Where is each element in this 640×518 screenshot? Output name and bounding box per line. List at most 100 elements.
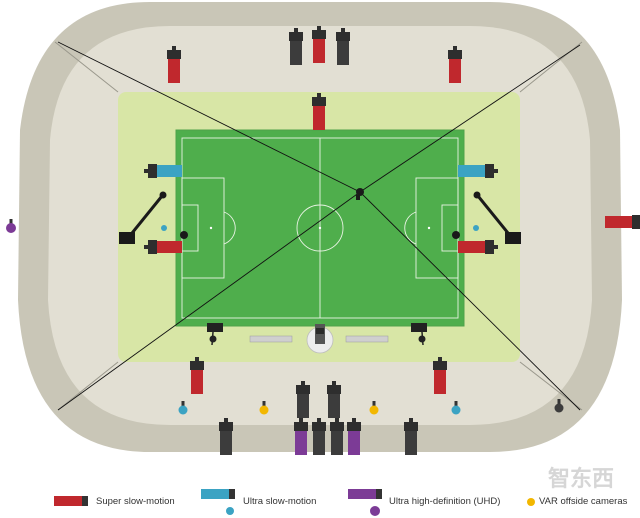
camera-ultra-slow-side-1 [144, 164, 182, 178]
camera-head [190, 361, 204, 370]
marker-var-offside-4 [369, 401, 379, 415]
centre-tunnel-top [316, 328, 324, 334]
camera-lens [172, 46, 176, 51]
spidercam-body [356, 188, 364, 196]
centre-tunnel-camera [306, 324, 334, 354]
cable-se [359, 191, 581, 411]
cable-nw [57, 41, 361, 193]
marker-dot [451, 405, 461, 415]
camera-head [289, 32, 303, 41]
camera-lens [438, 357, 442, 362]
camera-lens [317, 418, 321, 423]
right-penalty-spot [427, 226, 431, 230]
camera-body [313, 425, 325, 455]
camera-super-slow-3 [312, 26, 326, 63]
legend-item-super-slow: Super slow-motion [54, 496, 175, 507]
camera-super-slow-side-4 [458, 240, 498, 254]
camera-ultra-slow-side-2 [458, 164, 498, 178]
camera-positions-vertical [167, 26, 462, 455]
marker-stem [557, 399, 561, 404]
handheld-se-body [411, 323, 427, 332]
camera-body [220, 425, 232, 455]
left-penalty-arc [223, 211, 236, 245]
camera-head [485, 240, 494, 254]
marker-dot [6, 223, 16, 233]
marker-stem [372, 401, 376, 406]
jib-head-left [159, 191, 167, 199]
legend-swatch-ultra-slow-cap [229, 489, 235, 499]
camera-lens [332, 381, 336, 386]
advertising-board-left [249, 335, 293, 343]
camera-head [219, 422, 233, 431]
camera-body [331, 425, 343, 455]
handheld-se-rig [421, 331, 424, 346]
camera-head [294, 422, 308, 431]
camera-lens [317, 93, 321, 98]
camera-body [168, 53, 180, 83]
camera-body [191, 364, 203, 394]
camera-standard-13 [312, 418, 326, 455]
camera-head [347, 422, 361, 431]
marker-stem [262, 401, 266, 406]
camera-lens [341, 28, 345, 33]
marker-dot [259, 405, 269, 415]
camera-super-slow-6 [312, 93, 326, 130]
camera-lens [352, 418, 356, 423]
goal-camera-left-ball [161, 225, 167, 231]
marker-dot [554, 403, 564, 413]
marker-ultra-slow-1 [178, 401, 188, 415]
camera-standard-10 [327, 381, 341, 418]
camera-head [312, 30, 326, 39]
legend-label-ultra-slow: Ultra slow-motion [243, 496, 316, 507]
legend-label-uhd: Ultra high-definition (UHD) [389, 496, 500, 507]
jib-crane-left [119, 191, 167, 244]
camera-lens [301, 381, 305, 386]
camera-uhd-12 [294, 418, 308, 455]
camera-body [152, 241, 182, 253]
legend-label-var: VAR offside cameras [539, 496, 628, 507]
centre-circle [296, 204, 344, 252]
camera-body [152, 165, 182, 177]
legend-swatch-uhd-ball [370, 506, 380, 516]
handheld-camera-southeast [411, 323, 427, 346]
camera-body [290, 35, 302, 65]
marker-stem [454, 401, 458, 406]
camera-body [313, 100, 325, 130]
advertising-board-right [345, 335, 389, 343]
camera-body [434, 364, 446, 394]
spidercam [356, 188, 364, 200]
legend-item-ultra-slow: Ultra slow-motion [201, 489, 316, 515]
camera-super-slow-5 [448, 46, 462, 83]
camera-head [433, 361, 447, 370]
camera-head [327, 385, 341, 394]
camera-lens [409, 418, 413, 423]
camera-body [337, 35, 349, 65]
camera-standard-4 [336, 28, 350, 65]
marker-stem [9, 219, 13, 224]
camera-super-slow-7 [190, 357, 204, 394]
camera-head [148, 164, 157, 178]
legend-swatch-ultra-slow [201, 489, 229, 499]
camera-body [295, 425, 307, 455]
camera-lens [144, 245, 149, 249]
camera-head [485, 164, 494, 178]
jib-base-left [119, 232, 135, 244]
marker-var-offside-3 [259, 401, 269, 415]
left-goal-area [181, 204, 199, 252]
legend-swatch-super-slow-cap [82, 496, 88, 506]
camera-standard-14 [330, 418, 344, 455]
legend-item-uhd: Ultra high-definition (UHD) [348, 489, 500, 516]
camera-positions-horizontal [144, 164, 640, 254]
jib-crane-right [473, 191, 521, 244]
camera-super-slow-side-5 [605, 215, 640, 229]
legend-swatch-uhd [348, 489, 376, 499]
stand-divider-nw [54, 41, 119, 93]
centre-spot [318, 226, 322, 230]
camera-body [405, 425, 417, 455]
camera-lens [144, 169, 149, 173]
camera-head [336, 32, 350, 41]
camera-body [328, 388, 340, 418]
camera-head [167, 50, 181, 59]
camera-body [605, 216, 635, 228]
camera-lens [493, 245, 498, 249]
